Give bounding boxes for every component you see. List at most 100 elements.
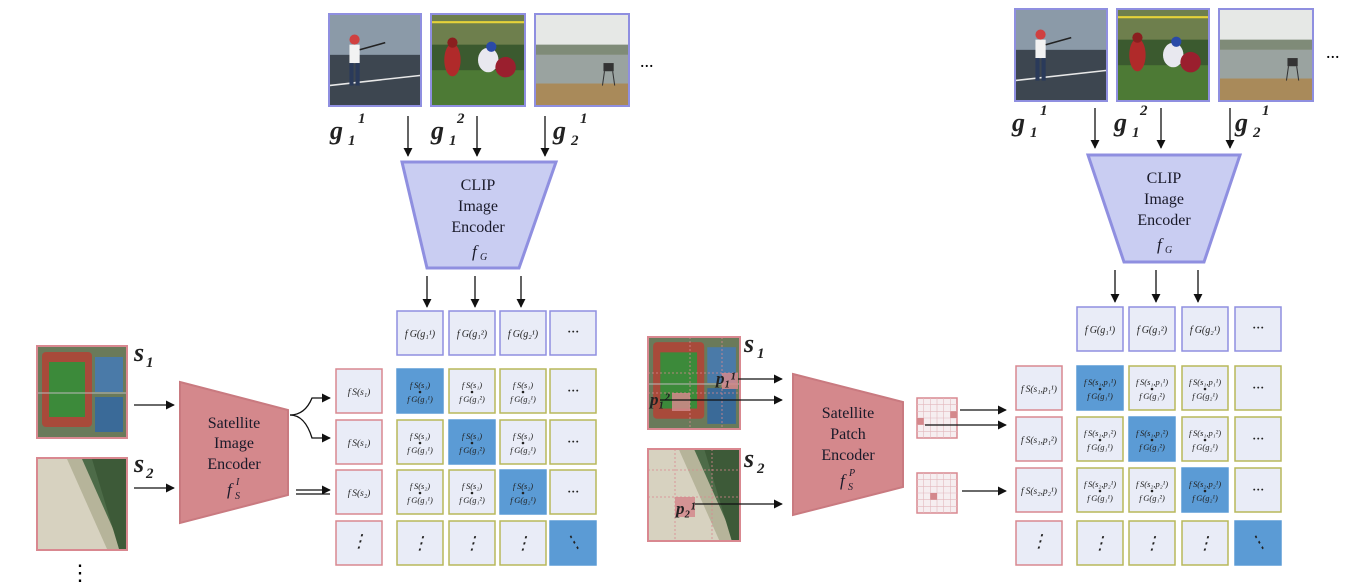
cell-satellite-term: f S(s₁) <box>462 431 482 441</box>
row-header-cell: f S(s₂,p₂¹) <box>1015 467 1063 513</box>
cell-ground-term: f G(g₁²) <box>1139 391 1165 401</box>
dot-product-icon <box>418 491 422 495</box>
matrix-cell: ··· <box>549 419 597 465</box>
row-header-label: f S(s₁) <box>348 387 371 398</box>
row-header-cell: ⋮ <box>1015 520 1063 566</box>
dot-product-icon <box>1203 489 1207 493</box>
svg-text:1: 1 <box>358 111 366 127</box>
cell-satellite-term: f S(s₂) <box>513 481 533 491</box>
column-header-cell: f G(g₂¹) <box>1181 306 1229 352</box>
ground-image-g12 <box>1116 8 1210 102</box>
dot-product-icon <box>418 441 422 445</box>
horizontal-dots: ··· <box>567 434 579 451</box>
ground-label-g11: g 1 1 <box>329 111 366 149</box>
matrix-cell: ··· <box>1234 467 1282 513</box>
matrix-cell: f S(s₁)f G(g₂¹) <box>499 419 547 465</box>
right-panel: ... g 1 1 g 1 2 g 2 1 CLIP Image Encoder… <box>647 8 1340 566</box>
svg-text:s: s <box>743 444 754 473</box>
matrix-cell-positive: f S(s₂,p₂¹)f G(g₂¹) <box>1181 467 1229 513</box>
cell-satellite-term: f S(s₁,p₁¹) <box>1189 377 1221 387</box>
cell-satellite-term: f S(s₁,p₁²) <box>1084 428 1116 438</box>
dot-product-icon <box>521 441 525 445</box>
clip-image-encoder: CLIP Image Encoder f G <box>1085 153 1243 264</box>
matrix-cell: ··· <box>1234 365 1282 411</box>
ground-label-g21: g 2 1 <box>1234 103 1270 141</box>
cell-ground-term: f G(g₂¹) <box>510 495 536 505</box>
dot-product-icon <box>1150 438 1154 442</box>
matrix-cell-positive: ⋮ <box>1234 520 1282 566</box>
cell-ground-term: f G(g₁²) <box>459 495 485 505</box>
svg-text:1: 1 <box>580 111 588 127</box>
cell-ground-term: f G(g₁²) <box>459 445 485 455</box>
svg-text:f: f <box>840 471 847 490</box>
svg-text:Encoder: Encoder <box>451 219 505 236</box>
matrix-cell-positive: f S(s₁,p₁²)f G(g₁²) <box>1128 416 1176 462</box>
column-header-label: f G(g₁¹) <box>405 329 436 340</box>
matrix-cell: ··· <box>549 469 597 515</box>
cell-satellite-term: f S(s₁) <box>462 380 482 390</box>
ground-image-g21 <box>1218 8 1314 102</box>
cell-satellite-term: f S(s₁,p₁²) <box>1136 428 1168 438</box>
cell-ground-term: f G(g₂¹) <box>510 394 536 404</box>
cell-ground-term: f G(g₁¹) <box>407 394 433 404</box>
dot-product-icon <box>470 441 474 445</box>
svg-text:f: f <box>472 242 479 261</box>
ground-ellipsis: ... <box>640 51 654 71</box>
svg-text:f: f <box>1157 235 1164 254</box>
column-header-cell: f G(g₁¹) <box>1076 306 1124 352</box>
svg-text:1: 1 <box>1262 103 1270 119</box>
row-header-label: ⋮ <box>1030 531 1048 551</box>
satellite-image-encoder: Satellite Image Encoder f S I <box>179 380 289 525</box>
left-panel: ... g 1 1 g 1 2 g 2 1 CLIP Image Encoder… <box>36 13 654 585</box>
column-header-cell: f G(g₁¹) <box>396 310 444 356</box>
row-header-label: f S(s₂) <box>348 488 371 499</box>
svg-text:2: 2 <box>1139 103 1148 119</box>
svg-text:2: 2 <box>756 461 765 477</box>
matrix-cell: f S(s₂)f G(g₁²) <box>448 469 496 515</box>
svg-text:Patch: Patch <box>830 426 866 443</box>
similarity-matrix-left: f G(g₁¹) f G(g₁²) f G(g₂¹) ··· f S(s₁) f S(s₁… <box>335 310 597 566</box>
matrix-cell-positive: f S(s₁)f G(g₁¹) <box>396 368 444 414</box>
column-header-cell: ··· <box>549 310 597 356</box>
svg-text:s: s <box>133 338 144 367</box>
matrix-cell: ⋮ <box>1076 520 1124 566</box>
row-header-cell: f S(s₂) <box>335 469 383 515</box>
svg-text:1: 1 <box>1040 103 1048 119</box>
svg-text:P: P <box>848 468 855 479</box>
matrix-cell: f S(s₁)f G(g₂¹) <box>499 368 547 414</box>
cell-satellite-term: f S(s₂) <box>410 481 430 491</box>
horizontal-dots: ··· <box>1252 482 1264 499</box>
patch-map-s2 <box>916 472 958 514</box>
ground-label-g11: g 1 1 <box>1011 103 1048 141</box>
dot-product-icon <box>1150 489 1154 493</box>
svg-text:I: I <box>235 477 240 488</box>
svg-text:2: 2 <box>570 133 579 149</box>
column-header-cell: ··· <box>1234 306 1282 352</box>
similarity-matrix-right: f G(g₁¹)f G(g₁²)f G(g₂¹)···f S(s₁,p₁¹)f … <box>1015 306 1282 566</box>
svg-text:g: g <box>552 116 566 145</box>
vertical-dots: ⋮ <box>1143 533 1161 553</box>
dot-product-icon <box>1203 438 1207 442</box>
svg-text:1: 1 <box>1030 125 1038 141</box>
matrix-cell: f S(s₂,p₂¹)f G(g₁²) <box>1128 467 1176 513</box>
matrix-cell: f S(s₁,p₁²)f G(g₁¹) <box>1076 416 1124 462</box>
ground-image-g11 <box>1014 8 1108 102</box>
cell-satellite-term: f S(s₁,p₁¹) <box>1136 377 1168 387</box>
satellite-label-s1: s 1 <box>133 338 154 371</box>
svg-text:g: g <box>329 116 343 145</box>
matrix-cell: f S(s₂) f G(g₁¹) <box>396 469 444 515</box>
svg-text:Satellite: Satellite <box>822 405 874 422</box>
svg-text:Satellite: Satellite <box>208 415 260 432</box>
cell-satellite-term: f S(s₁,p₁²) <box>1189 428 1221 438</box>
satellite-image-s1 <box>36 345 128 439</box>
vertical-dots: ⋮ <box>1091 533 1109 553</box>
dot-product-icon <box>470 390 474 394</box>
satellite-patch-encoder: Satellite Patch Encoder f S P <box>792 372 904 517</box>
row-header-label: f S(s₁,p₁²) <box>1021 435 1057 446</box>
dot-product-icon <box>521 491 525 495</box>
matrix-cell: f S(s₂,p₂¹)f G(g₁¹) <box>1076 467 1124 513</box>
cell-ground-term: f G(g₁¹) <box>407 495 433 505</box>
svg-text:G: G <box>1165 245 1172 256</box>
